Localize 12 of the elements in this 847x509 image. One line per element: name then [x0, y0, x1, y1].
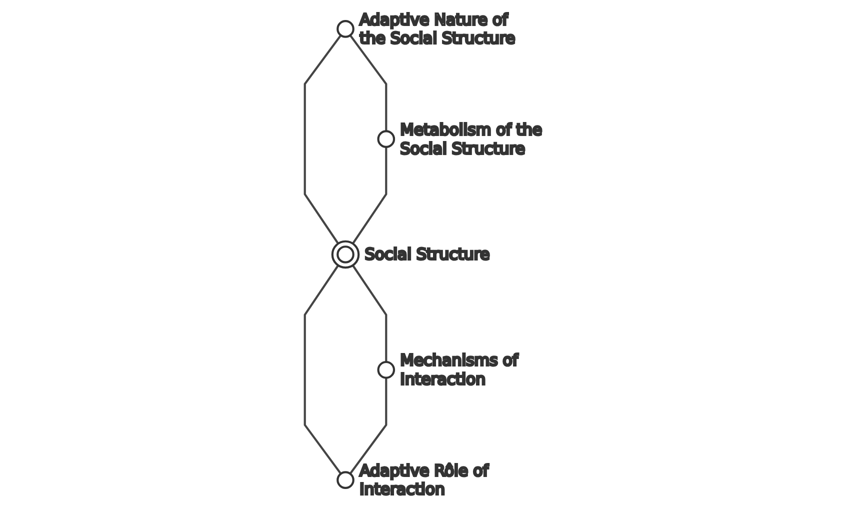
node-label: Mechanisms of Interaction [400, 350, 518, 389]
connector-line [349, 378, 388, 474]
connector-line [349, 34, 388, 132]
node-label: Adaptive Nature of the Social Structure [360, 10, 516, 48]
node-label: Adaptive Rôle of Interaction [360, 460, 488, 499]
connector-line [352, 264, 388, 362]
node-label: Metabolism of the Social Structure [400, 120, 542, 158]
connector-line [304, 34, 342, 244]
connector-line [352, 146, 388, 244]
circle-node [331, 240, 490, 269]
node-label: Social Structure [364, 244, 490, 264]
connector-line [304, 264, 342, 474]
